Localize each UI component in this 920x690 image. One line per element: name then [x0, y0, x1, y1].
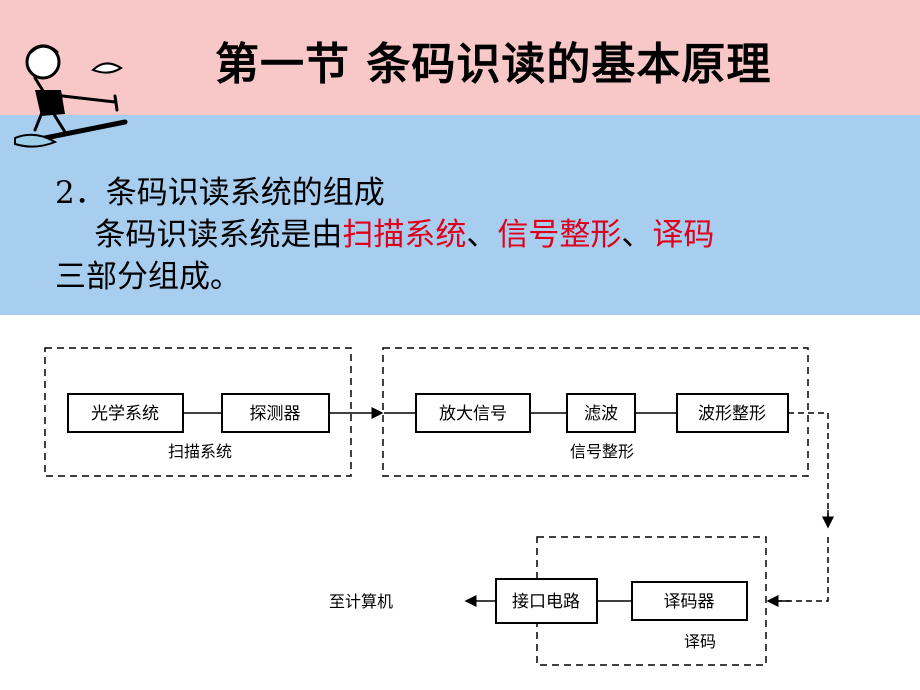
- page-title: 第一节 条码识读的基本原理: [215, 39, 772, 90]
- box-amplify-label: 放大信号: [439, 404, 507, 424]
- barcode-reader-diagram: 光学系统 探测器 放大信号 滤波 波形整形 译码器 接口电路 扫描系统 信号整形…: [44, 347, 834, 666]
- box-decoder: [631, 581, 748, 621]
- composition-line: 条码识读系统是由扫描系统、信号整形、译码: [55, 214, 714, 256]
- body-paragraph: 2．条码识读系统的组成 条码识读系统是由扫描系统、信号整形、译码 三部分组成。: [55, 172, 714, 298]
- box-filter-label: 滤波: [584, 404, 618, 424]
- box-interface-circuit: [495, 578, 598, 624]
- composition-line-end: 三部分组成。: [55, 259, 241, 295]
- box-shaping: [676, 393, 789, 433]
- term-signal-shaping: 信号整形: [497, 217, 622, 253]
- water-skier-logo: [14, 44, 128, 148]
- separator-1: 、: [466, 217, 498, 253]
- separator-2: 、: [621, 217, 653, 253]
- composition-prefix: 条码识读系统是由: [55, 217, 343, 253]
- label-decode: 译码: [684, 632, 716, 651]
- box-optical-label: 光学系统: [91, 404, 159, 424]
- box-filter: [566, 393, 636, 433]
- title-band: [0, 0, 920, 115]
- box-decoder-label: 译码器: [664, 592, 715, 612]
- connector-down-decoder: [768, 537, 829, 602]
- term-scanning-system: 扫描系统: [342, 217, 467, 253]
- box-optical-system: [67, 393, 184, 433]
- label-signal-shaping: 信号整形: [570, 442, 634, 461]
- box-detector-label: 探测器: [250, 404, 301, 424]
- group-scanning-system: [44, 347, 352, 477]
- box-shaping-label: 波形整形: [698, 404, 766, 424]
- connector-shaping-down: [788, 412, 829, 525]
- term-decoding: 译码: [652, 217, 715, 253]
- label-scanning-system: 扫描系统: [168, 442, 232, 461]
- label-to-computer: 至计算机: [329, 592, 393, 611]
- box-interface-label: 接口电路: [512, 592, 580, 612]
- content-band: [0, 115, 920, 315]
- section-heading: 2．条码识读系统的组成: [55, 175, 385, 211]
